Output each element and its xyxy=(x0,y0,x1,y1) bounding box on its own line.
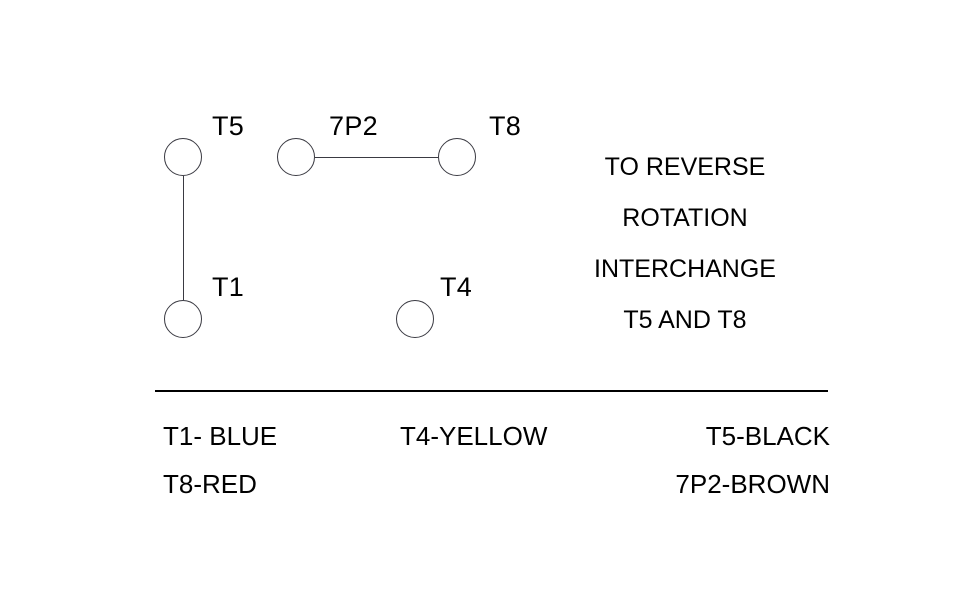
wire-color-legend: T1- BLUE T8-RED T4-YELLOW T5-BLACK 7P2-B… xyxy=(155,412,845,522)
note-line-4: T5 AND T8 xyxy=(623,306,747,334)
note-line-3: INTERCHANGE xyxy=(594,255,776,283)
legend-column-3: T5-BLACK 7P2-BROWN xyxy=(585,412,830,508)
terminal-label-t1: T1 xyxy=(212,272,245,302)
section-divider xyxy=(155,390,828,392)
wire-t5-to-t1 xyxy=(183,176,184,300)
terminal-label-t8: T8 xyxy=(489,111,522,141)
terminal-label-t5: T5 xyxy=(212,111,245,141)
terminal-node-t4[interactable] xyxy=(396,300,434,338)
wire-7p2-to-t8 xyxy=(315,157,438,158)
note-line-1: TO REVERSE xyxy=(604,153,766,181)
terminal-label-7p2: 7P2 xyxy=(329,111,378,141)
reverse-rotation-note: TO REVERSE ROTATION INTERCHANGE T5 AND T… xyxy=(530,142,840,346)
legend-column-2: T4-YELLOW xyxy=(400,412,547,460)
legend-item-t8: T8-RED xyxy=(163,469,257,499)
legend-item-t4: T4-YELLOW xyxy=(400,421,548,451)
terminal-node-t8[interactable] xyxy=(438,138,476,176)
legend-column-1: T1- BLUE T8-RED xyxy=(163,412,277,508)
terminal-label-t4: T4 xyxy=(440,272,473,302)
terminal-node-t5[interactable] xyxy=(164,138,202,176)
legend-item-t5: T5-BLACK xyxy=(705,421,830,451)
terminal-node-7p2[interactable] xyxy=(277,138,315,176)
terminal-node-t1[interactable] xyxy=(164,300,202,338)
legend-item-7p2: 7P2-BROWN xyxy=(675,469,830,499)
note-line-2: ROTATION xyxy=(622,204,748,232)
legend-item-t1: T1- BLUE xyxy=(163,421,278,451)
